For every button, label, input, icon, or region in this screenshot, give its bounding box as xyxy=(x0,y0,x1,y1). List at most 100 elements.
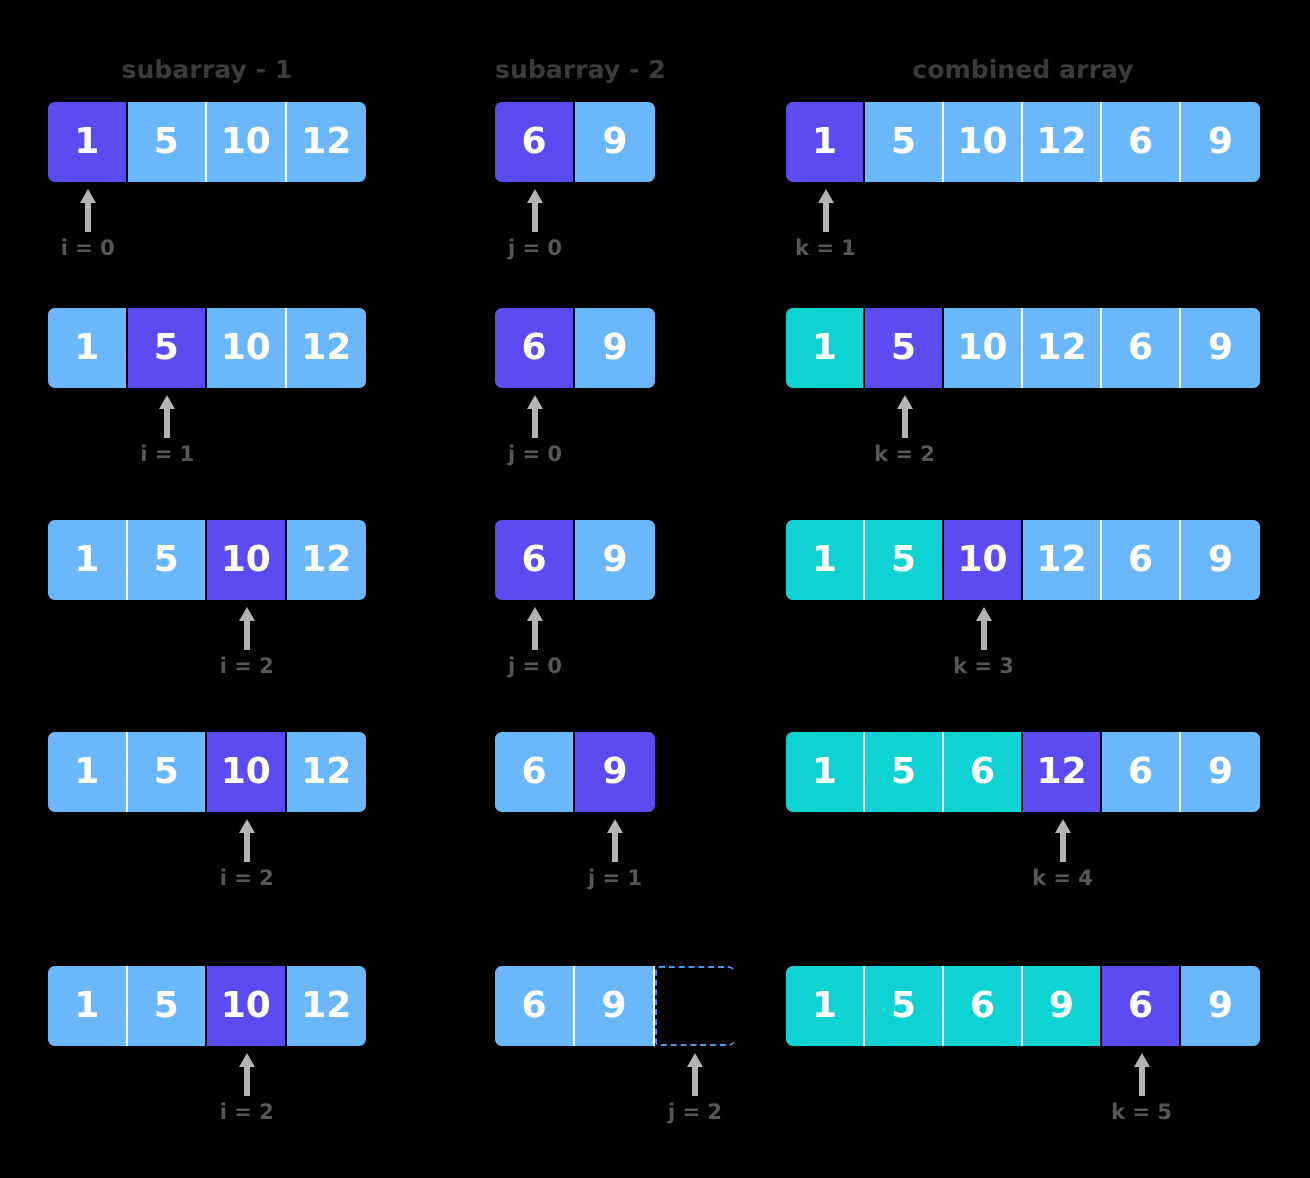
array-cell: 1 xyxy=(48,966,128,1046)
array-cell: 6 xyxy=(944,966,1023,1046)
array-cell: 9 xyxy=(575,732,655,812)
pointer-arrow-icon xyxy=(527,607,543,650)
pointer-arrow-icon xyxy=(817,189,834,232)
pointer-arrow-icon xyxy=(238,1053,255,1096)
array-cell: 12 xyxy=(1023,732,1102,812)
array-cell: 10 xyxy=(207,520,287,600)
array-cell-empty xyxy=(655,966,735,1046)
pointer-label: i = 2 xyxy=(219,654,274,678)
array-cell: 1 xyxy=(48,102,128,182)
array-cell: 6 xyxy=(495,732,575,812)
pointer-arrow-icon xyxy=(687,1053,703,1096)
pointer-label: j = 1 xyxy=(587,866,643,890)
array-cell: 5 xyxy=(127,520,207,600)
array-cell: 9 xyxy=(1181,520,1260,600)
array-cell: 6 xyxy=(944,732,1023,812)
array-cell: 12 xyxy=(286,520,366,600)
array-cell: 9 xyxy=(1023,966,1102,1046)
array-cell: 5 xyxy=(865,308,944,388)
array-cell: 9 xyxy=(575,308,655,388)
pointer-arrow-icon xyxy=(79,189,96,232)
array-cell: 9 xyxy=(1181,102,1260,182)
array-cell: 12 xyxy=(286,308,366,388)
array-cell: 10 xyxy=(207,966,287,1046)
column-header-subarray-1: subarray - 1 xyxy=(121,55,293,84)
array-cell: 6 xyxy=(1102,732,1181,812)
array-cell: 6 xyxy=(1102,966,1181,1046)
array-cell: 12 xyxy=(286,732,366,812)
pointer-arrow-icon xyxy=(527,189,543,232)
pointer-arrow-icon xyxy=(238,607,255,650)
array-cell: 5 xyxy=(127,966,207,1046)
array-cell: 5 xyxy=(865,520,944,600)
array-cell: 12 xyxy=(1023,308,1102,388)
pointer-label: j = 0 xyxy=(507,442,563,466)
array-cell: 5 xyxy=(127,732,207,812)
column-header-combined: combined array xyxy=(912,55,1134,84)
pointer-label: i = 1 xyxy=(140,442,195,466)
column-header-subarray-2: subarray - 2 xyxy=(495,55,666,84)
pointer-arrow-icon xyxy=(896,395,913,438)
pointer-label: i = 2 xyxy=(219,866,274,890)
array-cell: 6 xyxy=(495,102,575,182)
array-cell: 6 xyxy=(495,308,575,388)
array-cell: 1 xyxy=(786,102,865,182)
array-cell: 10 xyxy=(207,308,287,388)
pointer-arrow-icon xyxy=(1054,819,1071,862)
pointer-label: i = 2 xyxy=(219,1100,274,1124)
array-cell: 9 xyxy=(575,520,655,600)
array-cell: 6 xyxy=(1102,308,1181,388)
pointer-arrow-icon xyxy=(159,395,176,438)
array-cell: 5 xyxy=(127,102,207,182)
pointer-label: k = 1 xyxy=(795,236,856,260)
array-cell: 6 xyxy=(495,520,575,600)
pointer-arrow-icon xyxy=(1133,1053,1150,1096)
pointer-arrow-icon xyxy=(238,819,255,862)
array-cell: 9 xyxy=(1181,966,1260,1046)
array-cell: 12 xyxy=(286,966,366,1046)
array-cell: 9 xyxy=(575,966,655,1046)
array-cell: 9 xyxy=(575,102,655,182)
array-cell: 1 xyxy=(786,520,865,600)
array-cell: 1 xyxy=(48,732,128,812)
array-cell: 1 xyxy=(786,308,865,388)
array-cell: 9 xyxy=(1181,308,1260,388)
pointer-label: j = 0 xyxy=(507,654,563,678)
array-cell: 5 xyxy=(865,732,944,812)
array-cell: 5 xyxy=(865,966,944,1046)
pointer-label: i = 0 xyxy=(60,236,115,260)
array-cell: 10 xyxy=(207,732,287,812)
array-cell: 1 xyxy=(786,732,865,812)
array-cell: 12 xyxy=(1023,102,1102,182)
array-cell: 5 xyxy=(127,308,207,388)
pointer-label: k = 4 xyxy=(1032,866,1093,890)
array-cell: 10 xyxy=(944,520,1023,600)
array-cell: 10 xyxy=(207,102,287,182)
pointer-label: j = 2 xyxy=(667,1100,723,1124)
array-cell: 10 xyxy=(944,308,1023,388)
array-cell: 12 xyxy=(1023,520,1102,600)
pointer-label: k = 5 xyxy=(1111,1100,1172,1124)
array-cell: 10 xyxy=(944,102,1023,182)
pointer-label: j = 0 xyxy=(507,236,563,260)
pointer-label: k = 2 xyxy=(874,442,935,466)
array-cell: 9 xyxy=(1181,732,1260,812)
array-cell: 6 xyxy=(495,966,575,1046)
array-cell: 6 xyxy=(1102,102,1181,182)
array-cell: 6 xyxy=(1102,520,1181,600)
